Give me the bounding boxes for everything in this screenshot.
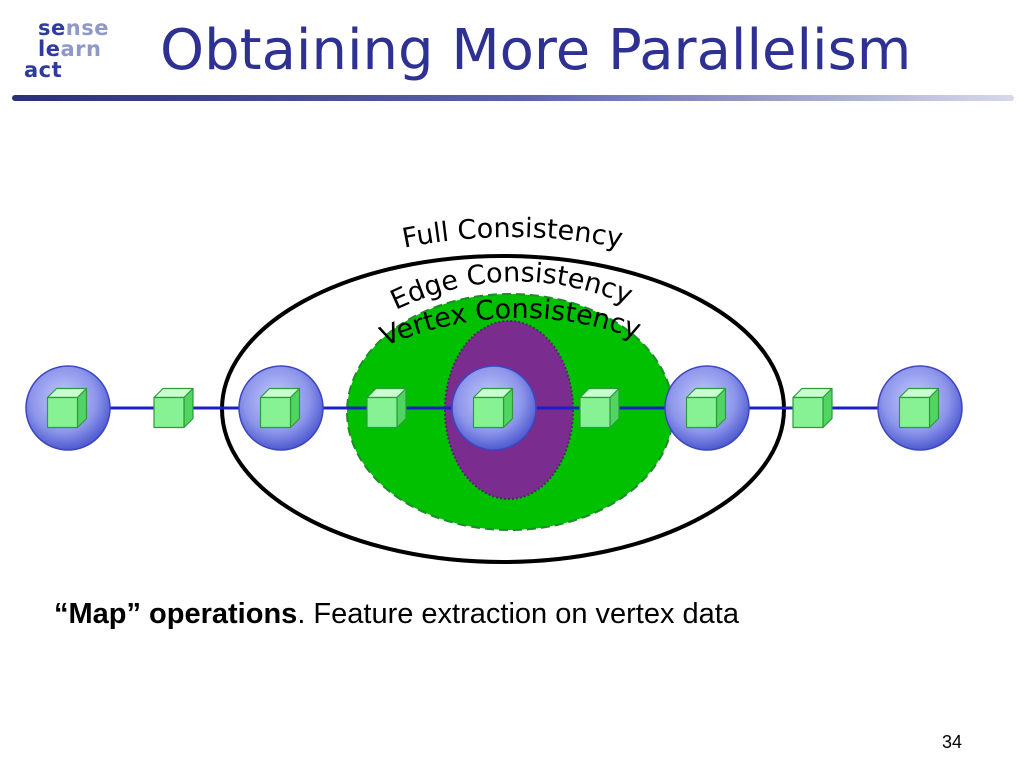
- logo-line-2: learn: [38, 37, 102, 61]
- vertex-node-4: [664, 365, 750, 451]
- edge-data-cube: [366, 387, 407, 429]
- logo-line-1: sense: [38, 16, 109, 40]
- full-consistency-label: Full Consistency: [400, 213, 626, 255]
- edge-data-cube: [579, 387, 620, 429]
- vertex-data-cube: [898, 387, 940, 429]
- caption-rest: . Feature extraction on vertex data: [297, 598, 739, 630]
- page-number: 34: [941, 732, 962, 752]
- vertex-data-cube: [259, 387, 301, 429]
- vertex-node-3: [451, 365, 537, 451]
- edge-node-3: [579, 387, 620, 429]
- edge-node-4: [792, 387, 833, 429]
- sense-learn-act-logo: sense learn act: [18, 18, 128, 96]
- vertex-data-cube: [46, 387, 88, 429]
- caption-bold: “Map” operations: [54, 598, 298, 630]
- vertex-node-2: [238, 365, 324, 451]
- edge-data-cube: [792, 387, 833, 429]
- vertex-node-5: [877, 365, 963, 451]
- vertex-node-1: [25, 365, 111, 451]
- caption: “Map” operations. Feature extraction on …: [54, 598, 739, 631]
- vertex-data-cube: [685, 387, 727, 429]
- logo-line-3: act: [24, 58, 63, 82]
- vertex-data-cube: [472, 387, 514, 429]
- edge-node-2: [366, 387, 407, 429]
- title-underline: [12, 95, 1014, 101]
- edge-data-cube: [153, 387, 194, 429]
- edge-node-1: [153, 387, 194, 429]
- slide-title: Obtaining More Parallelism: [160, 18, 912, 83]
